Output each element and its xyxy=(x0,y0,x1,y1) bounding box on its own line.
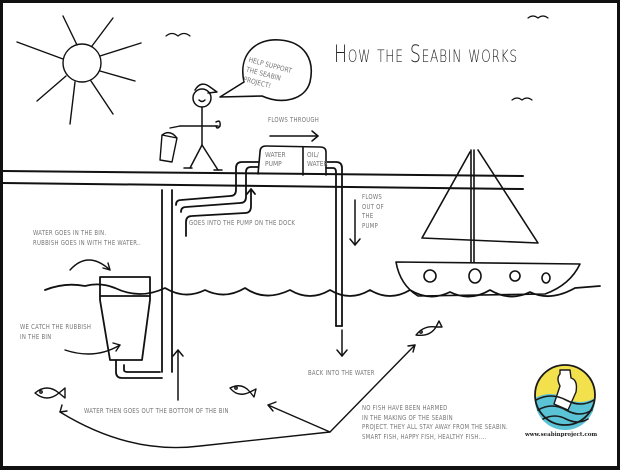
return-flow-arrows xyxy=(59,344,416,449)
bird-icon xyxy=(165,15,549,101)
label-line: pump xyxy=(362,221,379,230)
label-line: in the bin xyxy=(20,332,52,341)
arrow-down-icon xyxy=(336,199,361,357)
catch-rubbish-label: We catch the rubbish in the bin xyxy=(20,323,91,342)
fish-icon xyxy=(34,320,443,399)
curved-arrow-icon xyxy=(64,259,121,355)
arrow-up-icon xyxy=(172,349,184,401)
label-line: No fish have been harmed xyxy=(362,404,448,412)
pump-label-line: Water xyxy=(307,160,328,168)
label-line: Rubbish goes in with the water.. xyxy=(33,238,141,247)
out-bottom-label: Water then goes out the bottom of the bi… xyxy=(84,407,229,415)
pump-unit xyxy=(257,145,327,176)
pipes xyxy=(115,161,343,379)
bucket-icon xyxy=(159,125,181,163)
water-pump-label: Water Pump xyxy=(265,151,286,169)
water-waves xyxy=(44,283,601,298)
label-line: Smart fish, happy fish, healthy fish.... xyxy=(362,432,487,441)
label-line: We catch the rubbish xyxy=(20,323,92,331)
back-into-water-label: Back into the water xyxy=(308,369,375,377)
arrow-right-icon xyxy=(269,130,319,142)
pump-label-line: Water xyxy=(265,151,286,159)
speech-bubble xyxy=(219,39,312,102)
seabin-logo xyxy=(534,364,596,430)
flows-through-label: Flows through xyxy=(268,116,320,124)
label-line: project. They all stay away from the Sea… xyxy=(362,423,508,431)
pump-on-dock-label: Goes into the pump on the dock xyxy=(189,219,296,227)
sun-icon xyxy=(16,15,142,125)
oil-water-label: Oil/ Water xyxy=(307,151,328,169)
sailboat xyxy=(395,149,581,297)
label-line: in the making of the Seabin xyxy=(362,413,453,422)
website-url: www.seabinproject.com xyxy=(525,432,598,438)
pump-label-line: Pump xyxy=(265,160,282,168)
label-line: Water goes in the bin. xyxy=(33,229,107,237)
page-title: How the Seabin works xyxy=(334,40,518,68)
seabin xyxy=(99,276,151,361)
water-in-bin-label: Water goes in the bin. Rubbish goes in w… xyxy=(33,229,141,248)
label-line: Flows xyxy=(362,193,383,201)
label-line: out of xyxy=(362,202,384,211)
label-line: the xyxy=(362,212,374,220)
stick-figure-person xyxy=(179,83,223,171)
dock xyxy=(2,170,524,190)
pump-label-line: Oil/ xyxy=(307,151,319,159)
no-fish-harmed-note: No fish have been harmed in the making o… xyxy=(362,404,508,442)
flows-out-label: Flows out of the pump xyxy=(362,193,384,231)
